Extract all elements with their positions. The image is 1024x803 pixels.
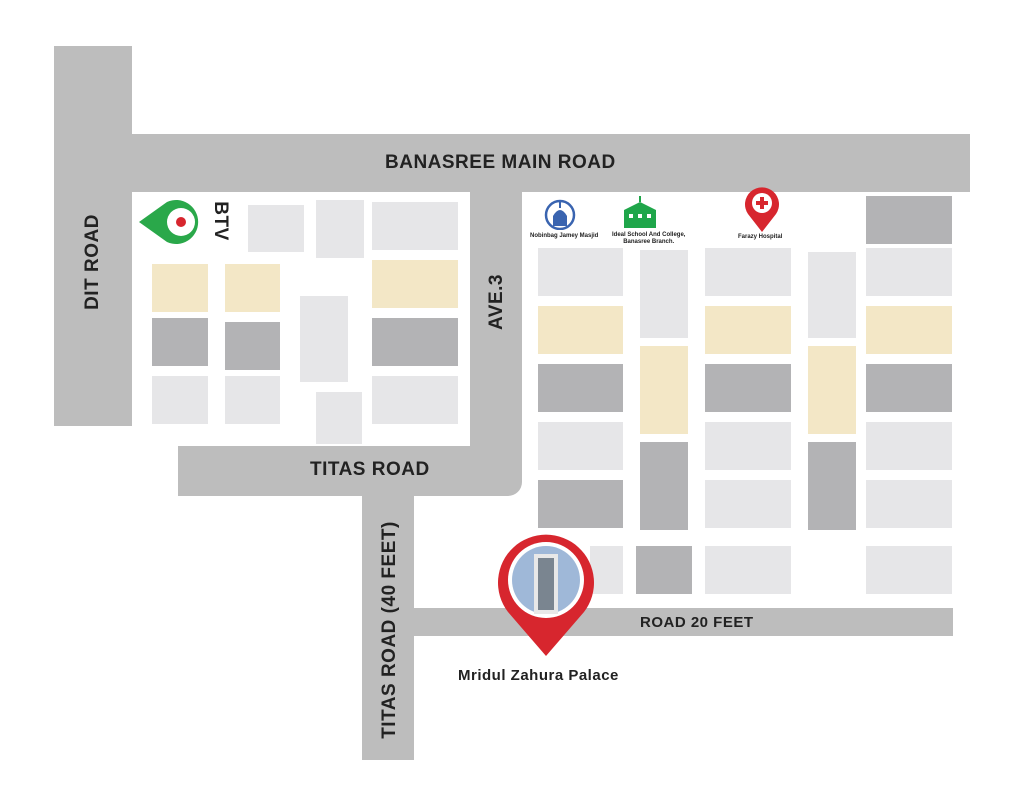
building-block — [152, 376, 208, 424]
school-icon — [624, 196, 656, 228]
building-block — [866, 364, 952, 412]
building-block — [372, 202, 458, 250]
school-label-line1: Ideal School And College, — [612, 232, 686, 238]
dit-road — [54, 46, 132, 426]
building-block — [538, 422, 623, 470]
building-block — [866, 248, 952, 296]
building-block — [316, 392, 362, 444]
building-block — [372, 376, 458, 424]
building-block — [705, 546, 791, 594]
hospital-pin-icon — [745, 187, 779, 232]
building-block — [316, 200, 364, 258]
road-label-road-20: ROAD 20 FEET — [640, 614, 754, 631]
school-label-line2: Banasree Branch. — [623, 239, 675, 245]
mosque-icon — [544, 199, 576, 230]
building-block — [538, 306, 623, 354]
road-label-main: BANASREE MAIN ROAD — [385, 152, 616, 173]
school-label: Ideal School And College, Banasree Branc… — [612, 232, 685, 246]
road-20-feet — [414, 608, 953, 636]
building-block — [705, 422, 791, 470]
titas-road-40-feet — [362, 496, 414, 760]
building-block — [640, 442, 688, 530]
building-block — [372, 260, 458, 308]
masjid-label: Nobinbag Jamey Masjid — [530, 233, 599, 239]
hospital-label: Farazy Hospital — [738, 234, 783, 240]
building-block — [705, 480, 791, 528]
titas-road — [178, 446, 522, 496]
building-block — [538, 248, 623, 296]
building-block — [538, 480, 623, 528]
building-block — [808, 346, 856, 434]
road-label-dit: DIT ROAD — [82, 214, 103, 310]
building-block — [636, 546, 692, 594]
building-block — [152, 318, 208, 366]
building-block — [372, 318, 458, 366]
destination-label: Mridul Zahura Palace — [458, 667, 619, 684]
building-block — [866, 196, 952, 244]
building-block — [225, 322, 280, 370]
building-block — [866, 306, 952, 354]
banasree-main-road — [132, 134, 970, 192]
building-block — [866, 422, 952, 470]
building-block — [866, 546, 952, 594]
building-block — [590, 546, 623, 594]
building-block — [538, 364, 623, 412]
btv-pin-icon — [139, 200, 199, 244]
ave3-road — [470, 192, 522, 492]
building-block — [866, 480, 952, 528]
building-block — [225, 376, 280, 424]
building-block — [640, 250, 688, 338]
building-block — [152, 264, 208, 312]
road-label-titas-40: TITAS ROAD (40 FEET) — [379, 521, 400, 739]
building-block — [705, 248, 791, 296]
road-label-titas: TITAS ROAD — [310, 459, 430, 480]
building-block — [705, 364, 791, 412]
building-block — [225, 264, 280, 312]
road-label-ave3: AVE.3 — [486, 273, 507, 331]
building-block — [640, 346, 688, 434]
building-block — [705, 306, 791, 354]
destination-pin-icon[interactable] — [494, 530, 598, 658]
building-block — [300, 296, 348, 382]
building-block — [248, 205, 304, 252]
building-block — [808, 442, 856, 530]
building-block — [808, 252, 856, 338]
btv-label: BTV — [210, 201, 231, 241]
